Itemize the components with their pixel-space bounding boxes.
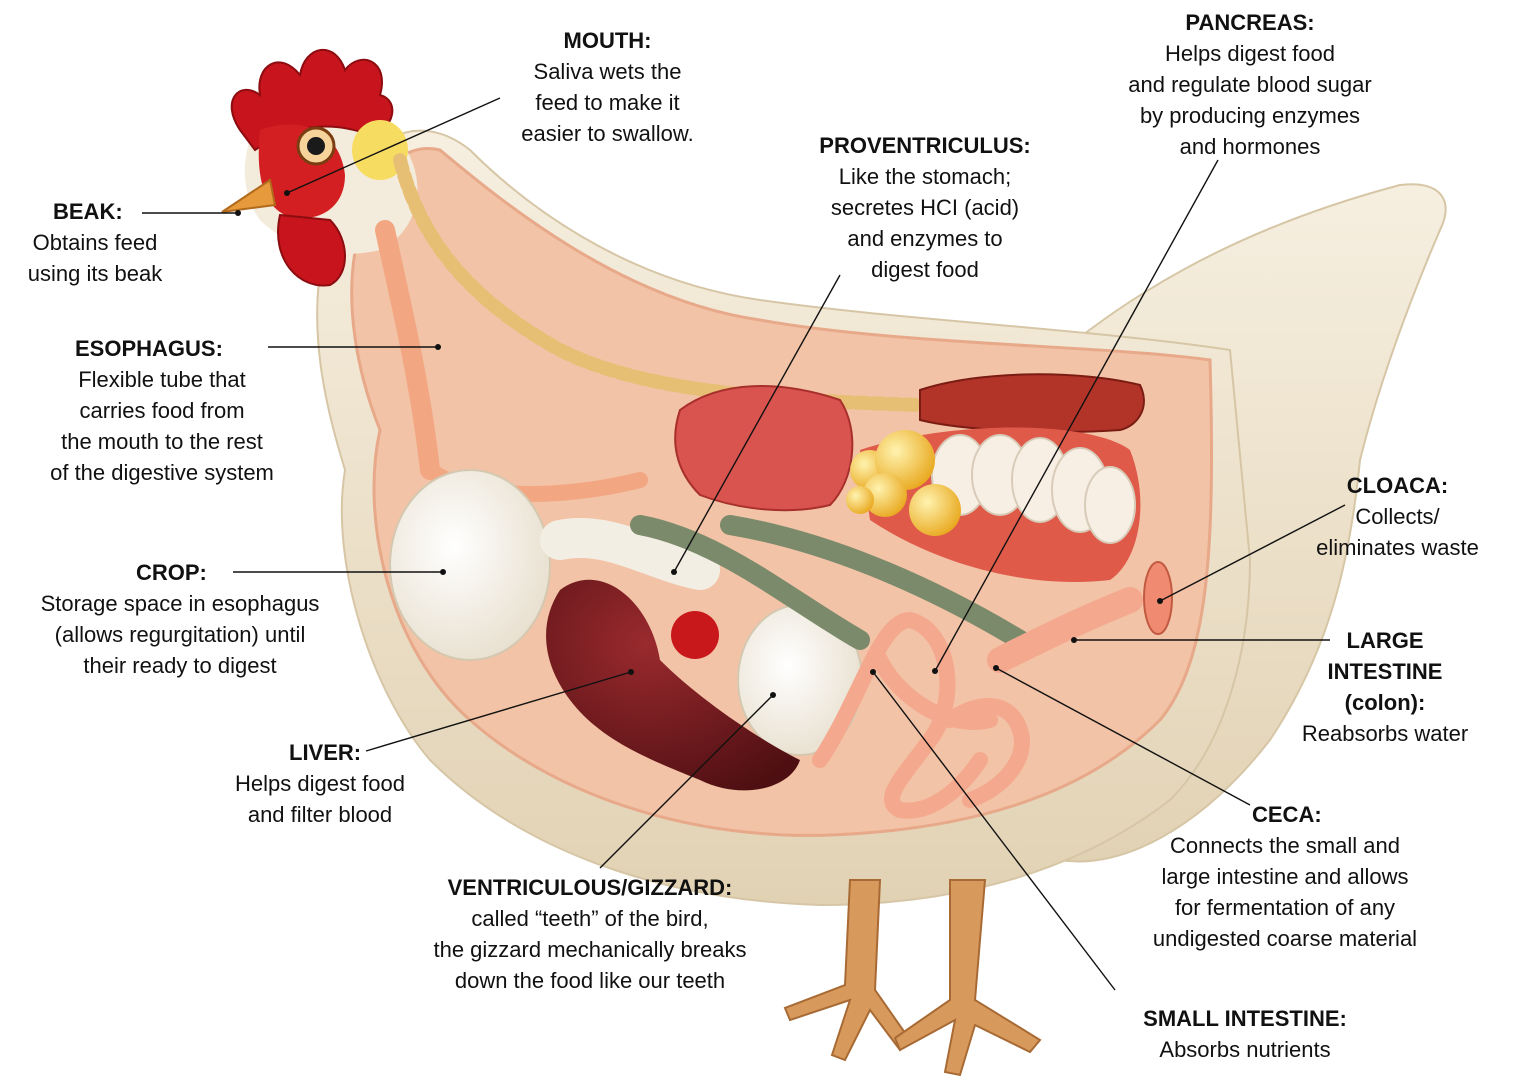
wattle [278,215,345,286]
label-esophagus-title: ESOPHAGUS: [12,333,312,364]
crop-organ [390,470,550,660]
label-liver: LIVER: Helps digest food and filter bloo… [205,737,435,830]
label-ceca: CECA: Connects the small and large intes… [1130,799,1440,954]
label-pancreas: PANCREAS: Helps digest food and regulate… [1090,7,1410,162]
label-beak: BEAK: Obtains feed using its beak [5,196,185,289]
label-large-intestine: LARGE INTESTINE (colon): Reabsorbs water [1275,625,1495,749]
label-gizzard: VENTRICULOUS/GIZZARD: called “teeth” of … [380,872,800,996]
label-small-intestine-desc: Absorbs nutrients [1110,1034,1380,1065]
label-cloaca-title: CLOACA: [1290,470,1505,501]
label-crop: CROP: Storage space in esophagus (allows… [5,557,355,681]
label-pancreas-desc: Helps digest food and regulate blood sug… [1090,38,1410,162]
label-liver-title: LIVER: [205,737,435,768]
label-large-intestine-desc: Reabsorbs water [1275,718,1495,749]
label-cloaca-desc: Collects/ eliminates waste [1290,501,1505,563]
cloaca-organ [1144,562,1172,634]
label-crop-desc: Storage space in esophagus (allows regur… [5,588,355,681]
stomach-glands [675,386,852,510]
label-proventriculus-desc: Like the stomach; secretes HCI (acid) an… [790,161,1060,285]
label-ceca-desc: Connects the small and large intestine a… [1130,830,1440,954]
label-esophagus: ESOPHAGUS: Flexible tube that carries fo… [12,333,312,488]
label-beak-desc: Obtains feed using its beak [5,227,185,289]
label-small-intestine: SMALL INTESTINE: Absorbs nutrients [1110,1003,1380,1065]
label-mouth: MOUTH: Saliva wets the feed to make it e… [490,25,725,149]
label-gizzard-title: VENTRICULOUS/GIZZARD: [380,872,800,903]
label-gizzard-desc: called “teeth” of the bird, the gizzard … [380,903,800,996]
label-ceca-title: CECA: [1130,799,1440,830]
label-liver-desc: Helps digest food and filter blood [205,768,435,830]
label-beak-title: BEAK: [5,196,185,227]
label-mouth-title: MOUTH: [490,25,725,56]
legs [785,880,1040,1075]
label-cloaca: CLOACA: Collects/ eliminates waste [1290,470,1505,563]
label-small-intestine-title: SMALL INTESTINE: [1110,1003,1380,1034]
label-esophagus-desc: Flexible tube that carries food from the… [12,364,312,488]
label-large-intestine-title: LARGE INTESTINE (colon): [1275,625,1495,718]
label-mouth-desc: Saliva wets the feed to make it easier t… [490,56,725,149]
label-proventriculus-title: PROVENTRICULUS: [790,130,1060,161]
label-proventriculus: PROVENTRICULUS: Like the stomach; secret… [790,130,1060,285]
label-pancreas-title: PANCREAS: [1090,7,1410,38]
kidney-organ [920,374,1144,432]
label-crop-title: CROP: [5,557,355,588]
gall-bladder [671,611,719,659]
